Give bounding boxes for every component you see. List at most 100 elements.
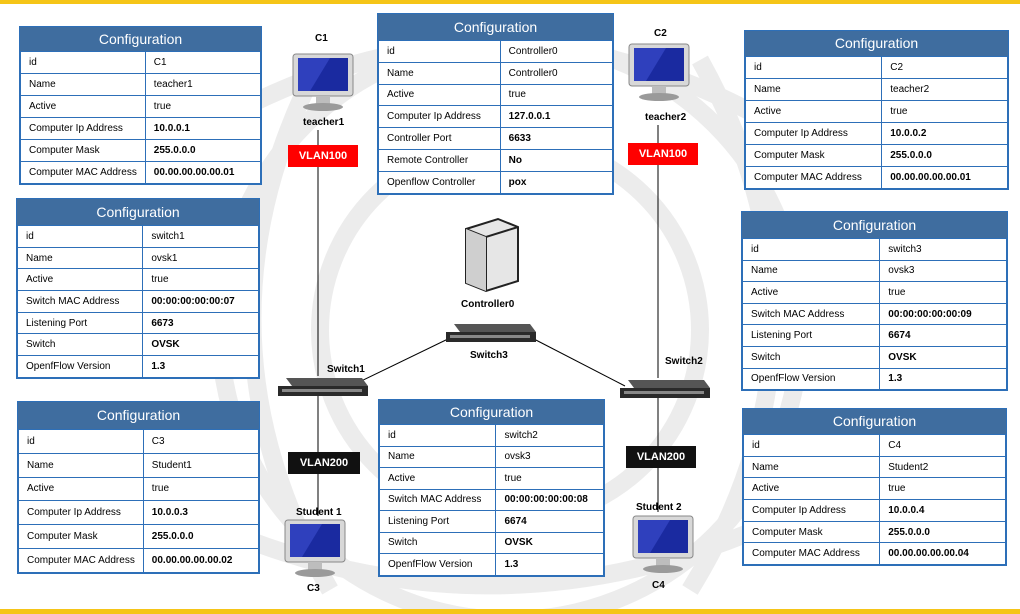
config-key: Name [18, 452, 144, 478]
config-value: Controller0 [499, 40, 614, 63]
link-switch3-switch2 [531, 337, 626, 387]
config-value: true [879, 477, 1006, 501]
config-value: 255.0.0.0 [879, 520, 1006, 544]
config-key: Computer Mask [20, 139, 146, 162]
monitor-icon-c4 [632, 515, 694, 573]
config-key: id [378, 40, 501, 63]
switch-icon-switch3 [446, 324, 536, 342]
device-label-c3: C3 [307, 583, 320, 594]
config-value: true [499, 83, 614, 107]
config-key: Name [744, 78, 883, 101]
config-key: id [378, 424, 497, 447]
switch-icon-switch2 [620, 380, 710, 398]
config-value: 127.0.0.1 [499, 105, 614, 129]
config-key: Active [16, 268, 144, 292]
device-label-c4: C4 [652, 580, 665, 591]
config-key: Controller Port [378, 127, 501, 150]
config-key: Computer MAC Address [742, 542, 881, 566]
config-key: Name [378, 445, 497, 468]
config-value: OVSK [142, 333, 259, 357]
config-value: 00.00.00.00.00.04 [879, 542, 1006, 566]
device-label-student1: Student 1 [296, 507, 342, 518]
config-value: 1.3 [879, 367, 1007, 391]
monitor-icon-c2 [628, 43, 690, 101]
config-title: Configuration [743, 409, 1006, 434]
config-value: 10.0.0.2 [881, 122, 1008, 145]
config-key: Active [742, 477, 881, 501]
config-key: Switch MAC Address [16, 290, 144, 313]
config-value: 00.00.00.00.00.01 [881, 166, 1008, 189]
config-key: Computer Ip Address [744, 122, 883, 145]
device-label-switch1: Switch1 [327, 364, 365, 375]
config-value: true [142, 268, 259, 292]
config-key: Active [741, 281, 881, 304]
config-value: ovsk3 [879, 259, 1007, 283]
switch-icon-switch1 [278, 378, 368, 396]
config-value: pox [499, 170, 614, 194]
device-label-c2: C2 [654, 28, 667, 39]
config-key: Computer Mask [744, 144, 883, 167]
config-key: Computer Ip Address [18, 500, 144, 526]
config-value: 6674 [495, 510, 604, 533]
config-value: OVSK [879, 345, 1007, 369]
vlan-tag-vlan100-left: VLAN100 [288, 145, 358, 167]
vlan-tag-vlan200-right: VLAN200 [626, 446, 696, 468]
config-key: Active [378, 83, 501, 107]
config-key: Switch [16, 333, 144, 357]
config-key: OpenfFlow Version [741, 367, 881, 391]
config-key: id [20, 51, 146, 74]
config-value: 00:00:00:00:00:08 [495, 488, 604, 511]
config-key: Name [742, 455, 881, 479]
config-value: 6673 [142, 311, 259, 335]
config-value: ovsk3 [495, 445, 604, 468]
config-key: id [742, 434, 881, 457]
config-key: id [741, 238, 881, 261]
device-label-switch3: Switch3 [470, 350, 508, 361]
top-accent-bar [0, 0, 1020, 4]
config-value: true [495, 467, 604, 490]
config-key: Remote Controller [378, 148, 501, 172]
config-value: true [142, 476, 260, 502]
config-key: OpenfFlow Version [378, 553, 497, 576]
config-value: Student1 [142, 452, 260, 478]
vlan-tag-vlan200-left: VLAN200 [288, 452, 360, 474]
config-key: Switch [741, 345, 881, 369]
config-value: C1 [144, 51, 262, 74]
config-value: 00.00.00.00.00.02 [142, 547, 260, 573]
config-value: true [144, 95, 262, 118]
config-value: 10.0.0.1 [144, 117, 262, 140]
config-key: Openflow Controller [378, 170, 501, 194]
config-key: Name [16, 246, 144, 270]
config-key: Switch MAC Address [741, 302, 881, 326]
